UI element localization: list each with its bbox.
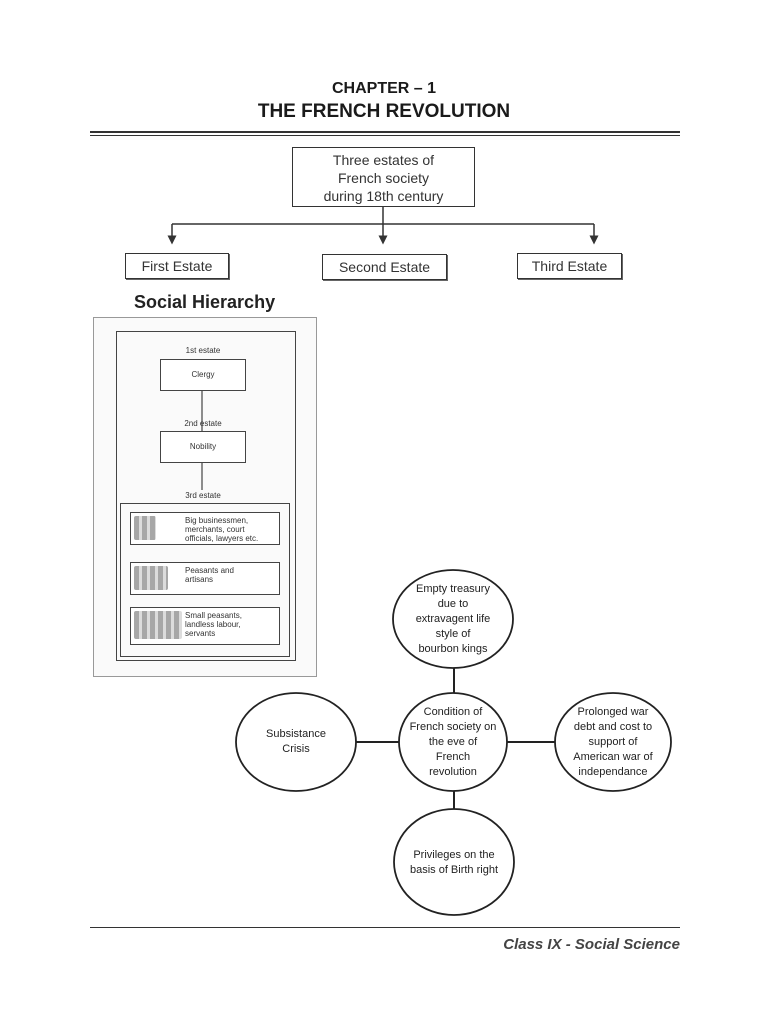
second-estate-caption: 2nd estate: [184, 419, 222, 428]
social-hierarchy-heading: Social Hierarchy: [134, 292, 276, 312]
three-estates-box: Three estates of French society during 1…: [292, 147, 475, 207]
people-illustration-icon: [134, 516, 156, 540]
group-label: Big businessmen, merchants, court offici…: [185, 516, 259, 543]
top-circle-label: Empty treasury due to extravagent life s…: [415, 582, 491, 655]
third-estate-caption: 3rd estate: [185, 491, 221, 500]
title-rule-bottom: [90, 135, 680, 136]
group-label: Small peasants, landless labour, servant…: [185, 611, 242, 638]
third-estate-box: Third Estate: [517, 253, 622, 279]
chapter-label: CHAPTER – 1: [331, 80, 437, 97]
right-circle-label: Prolonged war debt and cost to support o…: [573, 705, 653, 778]
second-estate-box: Second Estate: [322, 254, 447, 280]
top-circle: [392, 569, 514, 669]
people-illustration-icon: [134, 611, 182, 639]
hierarchy-connectors: [201, 390, 203, 490]
footer-label: Class IX - Social Science: [503, 936, 680, 953]
footer-rule: [90, 927, 680, 928]
page-title: THE FRENCH REVOLUTION: [257, 101, 511, 122]
group-row-businessmen: Big businessmen, merchants, court offici…: [130, 512, 280, 545]
first-estate-box: First Estate: [125, 253, 229, 279]
center-circle: [398, 692, 508, 792]
right-circle: [554, 692, 672, 792]
clergy-box: Clergy: [160, 359, 246, 391]
people-illustration-icon: [134, 566, 168, 590]
nobility-box: Nobility: [160, 431, 246, 463]
bottom-circle-label: Privileges on the basis of Birth right: [409, 849, 499, 876]
estates-connectors: [167, 207, 599, 245]
group-label: Peasants and artisans: [185, 566, 234, 584]
first-estate-caption: 1st estate: [185, 346, 221, 355]
third-estate-group: [120, 503, 290, 657]
center-circle-label: Condition of French society on the eve o…: [409, 705, 497, 778]
title-rule-top: [90, 131, 680, 133]
left-circle-label: Subsistance Crisis: [266, 728, 326, 755]
bottom-circle: [393, 808, 515, 916]
group-row-small-peasants: Small peasants, landless labour, servant…: [130, 607, 280, 645]
social-hierarchy-inner-frame: [116, 331, 296, 661]
group-row-peasants: Peasants and artisans: [130, 562, 280, 595]
left-circle: [235, 692, 357, 792]
